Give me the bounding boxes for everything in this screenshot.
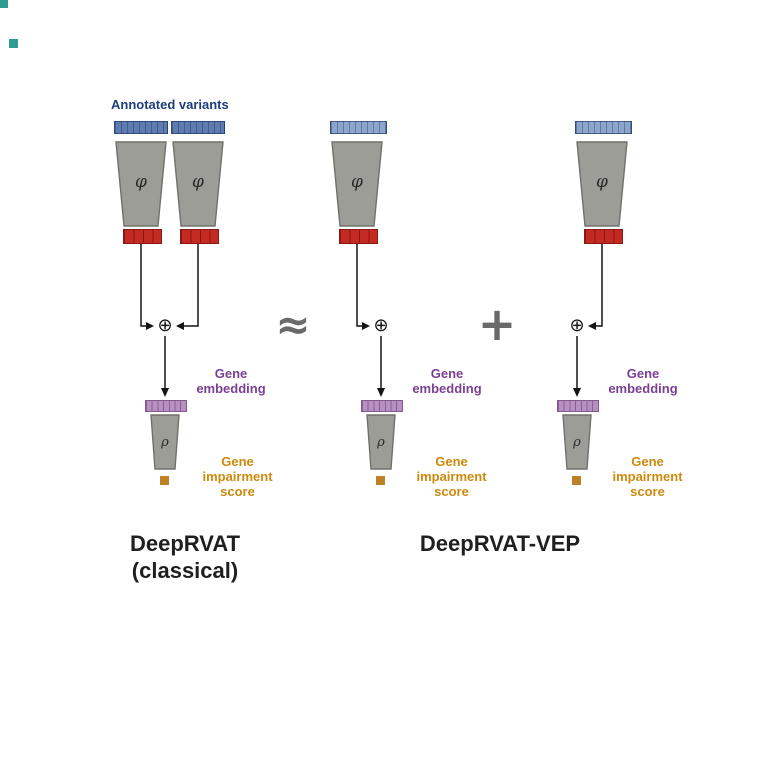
annotated-variants-label: Annotated variants bbox=[111, 97, 229, 112]
rho-aggregation-funnel: ρ bbox=[562, 414, 592, 470]
annotated-variants-bar bbox=[330, 121, 387, 134]
variant-embedding-bar bbox=[339, 229, 378, 244]
gene-impairment-label: Gene impairment score bbox=[416, 454, 487, 499]
classical-title: DeepRVAT (classical) bbox=[129, 531, 241, 583]
phi-encoder-funnel: φ bbox=[115, 141, 167, 227]
gene-embedding-label: Gene embedding bbox=[412, 366, 482, 396]
phi-symbol: φ bbox=[596, 172, 608, 192]
gene-impairment-score-square bbox=[572, 476, 581, 485]
phi-encoder-funnel: φ bbox=[576, 141, 628, 227]
rho-symbol: ρ bbox=[572, 435, 581, 450]
phi-symbol: φ bbox=[135, 172, 147, 192]
annotated-variants-bar bbox=[114, 121, 168, 134]
oplus-sum-icon: ⊕ bbox=[569, 315, 585, 336]
phi-symbol: φ bbox=[192, 172, 204, 192]
gene-embedding-label: Gene embedding bbox=[608, 366, 678, 396]
rho-symbol: ρ bbox=[160, 435, 169, 450]
gene-impairment-score-square bbox=[376, 476, 385, 485]
rho-aggregation-funnel: ρ bbox=[150, 414, 180, 470]
gene-impairment-score-square bbox=[160, 476, 169, 485]
phi-encoder-funnel: φ bbox=[331, 141, 383, 227]
gene-impairment-label: Gene impairment score bbox=[612, 454, 683, 499]
gene-embedding-bar bbox=[557, 400, 599, 412]
variant-embedding-bar bbox=[180, 229, 219, 244]
teal-corner-mark bbox=[0, 0, 8, 8]
teal-corner-mark bbox=[9, 39, 18, 48]
rho-aggregation-funnel: ρ bbox=[366, 414, 396, 470]
oplus-sum-icon: ⊕ bbox=[373, 315, 389, 336]
plus-symbol: + bbox=[477, 297, 517, 351]
variant-embedding-bar bbox=[123, 229, 162, 244]
phi-symbol: φ bbox=[351, 172, 363, 192]
gene-embedding-label: Gene embedding bbox=[196, 366, 266, 396]
variant-embedding-bar bbox=[584, 229, 623, 244]
phi-encoder-funnel: φ bbox=[172, 141, 224, 227]
gene-impairment-label: Gene impairment score bbox=[202, 454, 273, 499]
gene-embedding-bar bbox=[361, 400, 403, 412]
gene-embedding-bar bbox=[145, 400, 187, 412]
annotated-variants-bar bbox=[171, 121, 225, 134]
annotated-variants-bar bbox=[575, 121, 632, 134]
vep-title: DeepRVAT-VEP bbox=[419, 531, 581, 556]
approx-equal-symbol: ≈ bbox=[275, 300, 311, 349]
rho-symbol: ρ bbox=[376, 435, 385, 450]
oplus-sum-icon: ⊕ bbox=[157, 315, 173, 336]
